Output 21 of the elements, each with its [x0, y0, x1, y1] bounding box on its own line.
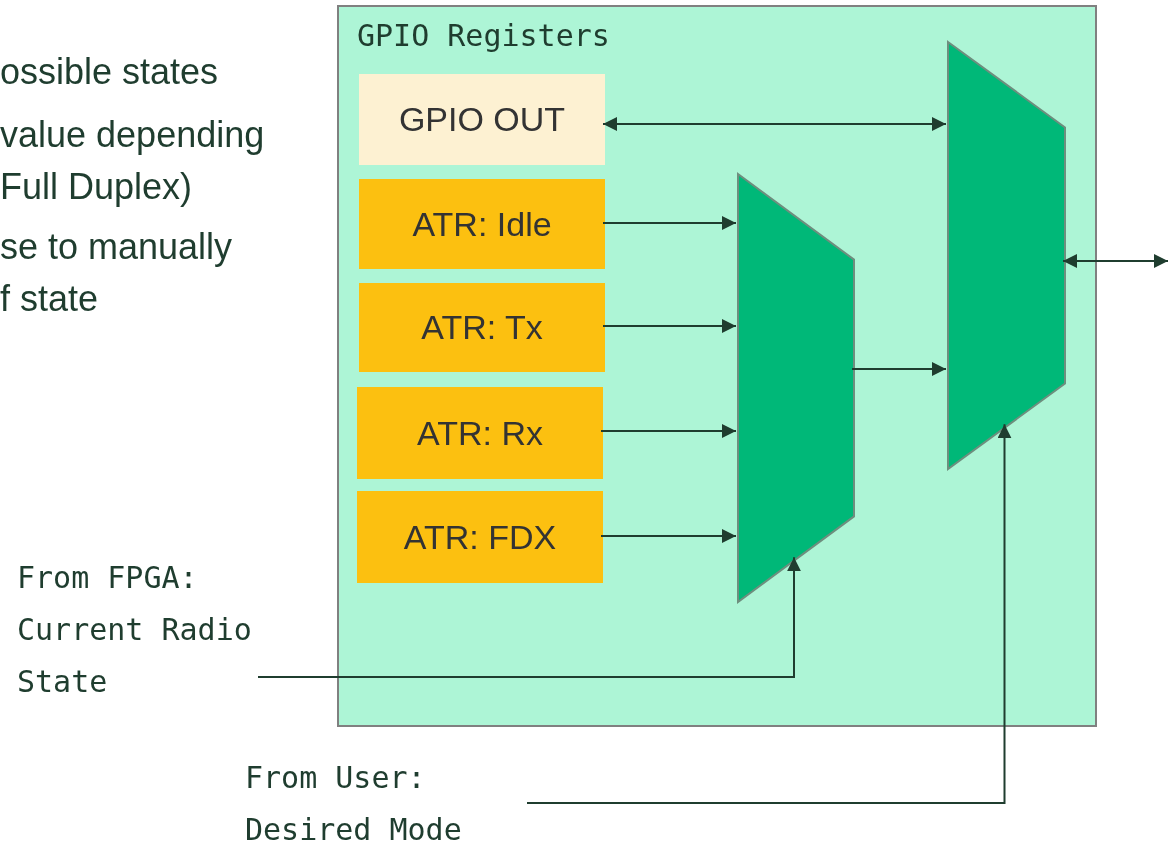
bullet-text: ossible states — [0, 50, 220, 94]
block-title: GPIO Registers — [357, 21, 610, 51]
arrow — [526, 423, 1012, 804]
bullet-text: se to manually f state — [0, 225, 234, 321]
register-box: ATR: FDX — [357, 491, 603, 583]
arrow — [600, 529, 737, 543]
arrow — [600, 424, 737, 438]
arrow — [602, 216, 737, 230]
input-label: From User: Desired Mode — [245, 752, 527, 842]
arrow — [851, 362, 947, 376]
register-box: ATR: Idle — [359, 179, 605, 269]
bullet-text: value depending Full Duplex) — [0, 113, 266, 209]
register-block — [337, 5, 1097, 727]
arrow — [1062, 254, 1169, 268]
arrow — [257, 556, 801, 678]
arrow — [602, 117, 947, 131]
input-label: From FPGA: Current Radio State — [17, 552, 258, 708]
register-box: GPIO OUT — [359, 74, 605, 165]
register-box: ATR: Tx — [359, 283, 605, 372]
register-box: ATR: Rx — [357, 387, 603, 479]
arrow — [602, 319, 737, 333]
